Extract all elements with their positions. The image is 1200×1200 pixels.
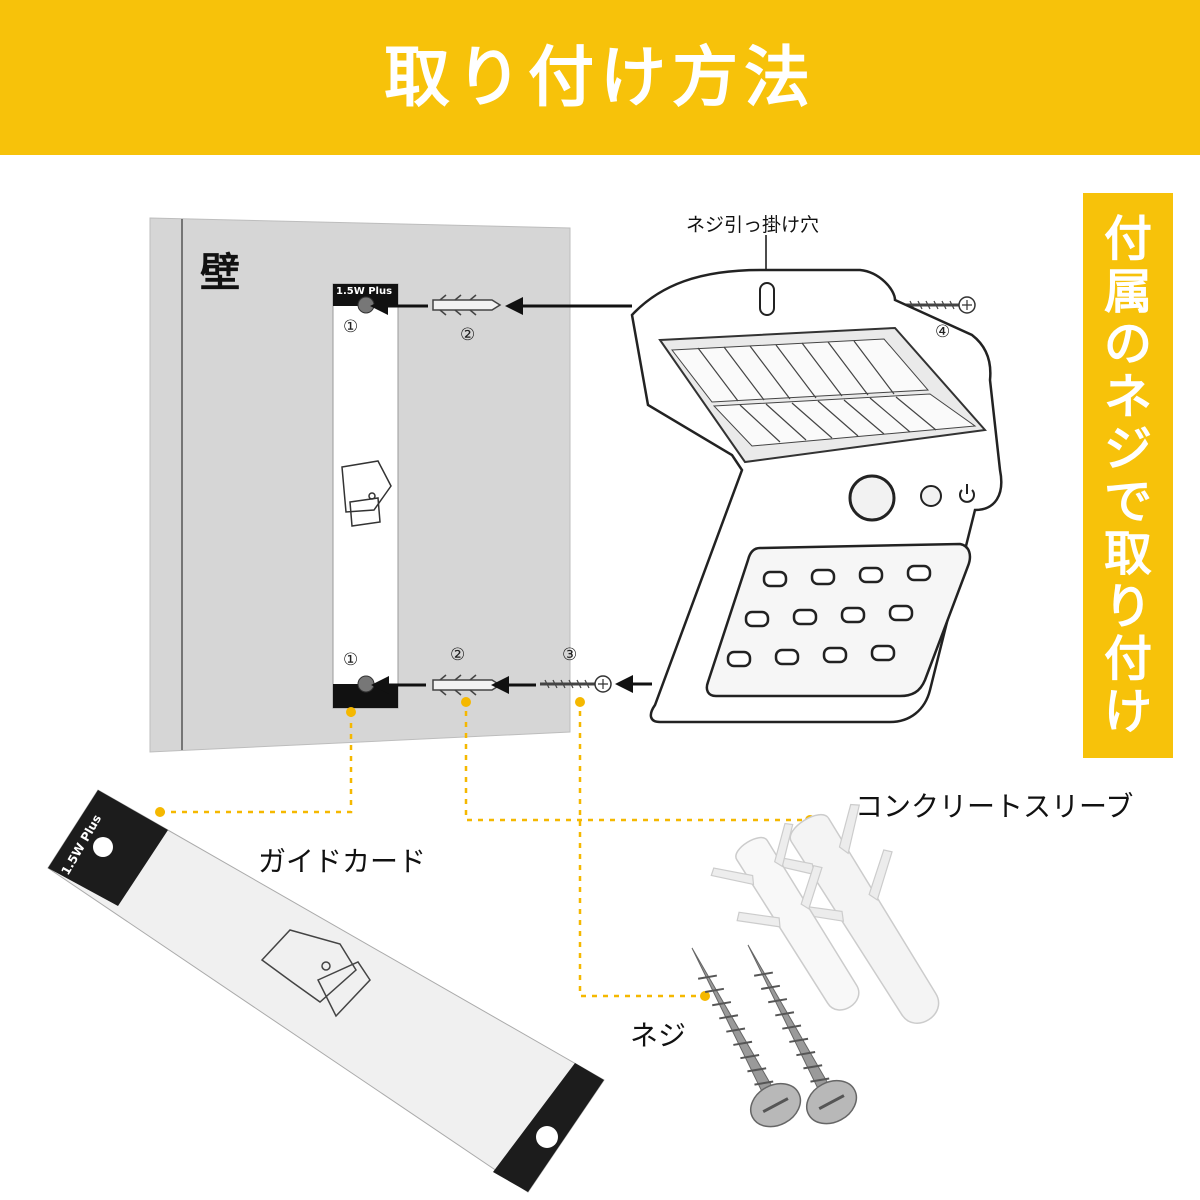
screws [691, 944, 858, 1128]
screw-label: ネジ [630, 1019, 687, 1052]
side-label-box: 付属のネジで取り付け [1083, 193, 1173, 758]
concrete-sleeves [710, 803, 940, 1024]
screw-top-icon [905, 296, 976, 314]
solar-lamp [630, 268, 1003, 724]
screw-bottom-icon [540, 675, 612, 693]
step-1-bottom: ① [343, 650, 359, 670]
light-sensor-icon [920, 485, 942, 507]
step-4: ④ [935, 322, 951, 342]
side-label-text: 付属のネジで取り付け [1103, 211, 1152, 740]
led-array [726, 564, 932, 668]
guide-card [47, 789, 605, 1193]
step-3: ③ [562, 645, 578, 665]
motion-sensor-icon [848, 474, 896, 522]
step-1-top: ① [343, 317, 359, 337]
sleeve-top [432, 294, 502, 316]
lamp-sketch-icon [341, 460, 392, 527]
step-2-bottom: ② [450, 645, 466, 665]
hook-hole [759, 282, 775, 316]
header-banner [0, 0, 1200, 155]
step-2-top: ② [460, 325, 476, 345]
power-icon [959, 484, 975, 503]
dotted-connectors [160, 700, 810, 998]
hook-hole-label: ネジ引っ掛け穴 [686, 214, 820, 236]
wall-label: 壁 [200, 250, 240, 296]
guide-card-label: ガイドカード [258, 845, 427, 878]
card-badge-on-wall: 1.5W Plus [336, 286, 393, 297]
guide-card-on-wall [332, 283, 399, 709]
page-title: 取り付け方法 [384, 39, 816, 116]
lamp-sketch-icon [260, 929, 371, 1018]
concrete-sleeve-label: コンクリートスリーブ [855, 790, 1134, 823]
